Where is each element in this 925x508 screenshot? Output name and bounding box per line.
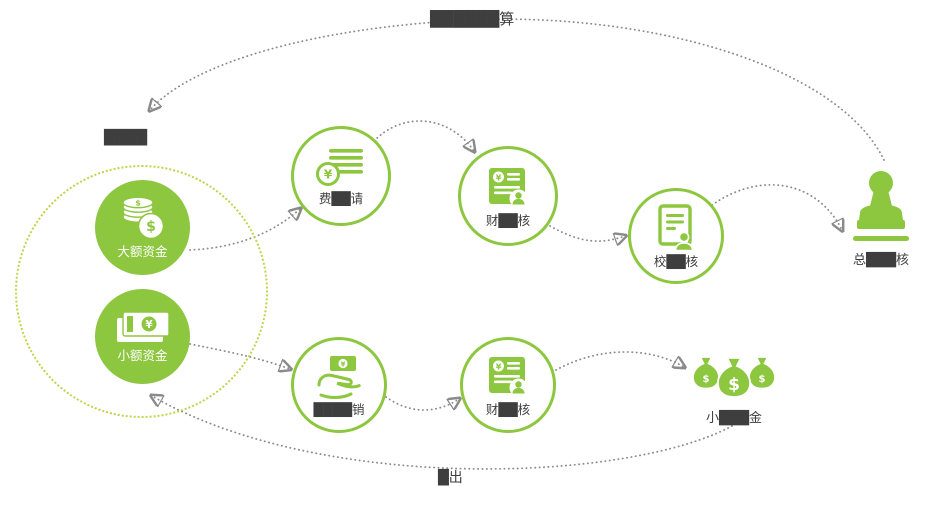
payout-label: █出 xyxy=(438,470,463,486)
coins-icon: $ $ xyxy=(121,196,164,240)
large-fund-label: 大额资金 xyxy=(117,244,168,260)
reimburse-label: ████销 xyxy=(313,401,365,417)
banknote-icon: ¥ xyxy=(116,311,170,343)
principal-review-label: 校██核 xyxy=(653,253,699,269)
arrow-budget-return xyxy=(150,18,885,161)
finance-document-person-icon: ¥ xyxy=(489,356,528,397)
principal-review-node: 校██核 xyxy=(628,188,724,284)
finance-review-top-label: 财██核 xyxy=(485,212,531,228)
arrow-expense-to-finance xyxy=(373,120,474,151)
coin-currency-glyph: $ xyxy=(146,219,156,235)
bag-currency-glyph: $ xyxy=(759,374,766,385)
expense-request-node: ¥ 费██请 xyxy=(291,126,391,226)
budget-return-label: ██████算 xyxy=(430,10,515,28)
fund-pool-label: ████ xyxy=(104,130,148,146)
arrow-principal-to-gm xyxy=(711,184,842,230)
arrow-finance-to-pettycash xyxy=(555,351,684,371)
arrow-finance-to-principal xyxy=(549,225,625,241)
finance-document-person-icon: ¥ xyxy=(489,167,528,208)
reimburse-node: ¥ ████销 xyxy=(291,337,387,433)
arrow-reimburse-to-finance xyxy=(385,397,459,411)
bag-currency-glyph: $ xyxy=(703,374,710,385)
banknote-currency-glyph: ¥ xyxy=(145,319,153,331)
hand-money-icon: ¥ xyxy=(317,355,361,399)
finance-review-bottom-node: ¥ 财██核 xyxy=(460,337,556,433)
finance-review-top-node: ¥ 财██核 xyxy=(458,146,558,246)
document-person-icon xyxy=(658,203,694,251)
expense-list-icon: ¥ xyxy=(316,148,363,186)
finance-review-bottom-label: 财██核 xyxy=(485,401,531,417)
approval-stamp-icon xyxy=(853,171,909,241)
expense-currency-glyph: ¥ xyxy=(324,167,333,181)
expense-request-label: 费██请 xyxy=(318,190,364,206)
arrow-payout-return xyxy=(152,396,733,470)
money-bags-icon: $ $ $ xyxy=(692,356,776,398)
small-fund-node: ¥ 小额资金 xyxy=(95,289,190,384)
coin-currency-glyph: $ xyxy=(135,199,141,208)
petty-cash-label: 小███金 xyxy=(706,411,762,426)
large-fund-node: $ $ 大额资金 xyxy=(95,180,190,275)
gm-review-label: 总███核 xyxy=(853,253,909,268)
small-fund-label: 小额资金 xyxy=(117,348,168,364)
gm-review-node: 总███核 xyxy=(838,170,924,268)
hand-currency-glyph: ¥ xyxy=(341,360,346,368)
petty-cash-node: $ $ $ 小███金 xyxy=(686,338,782,426)
finance-currency-glyph: ¥ xyxy=(496,173,502,182)
fund-pool-circle xyxy=(15,165,268,418)
finance-currency-glyph: ¥ xyxy=(496,362,502,371)
bag-currency-glyph: $ xyxy=(728,375,740,395)
